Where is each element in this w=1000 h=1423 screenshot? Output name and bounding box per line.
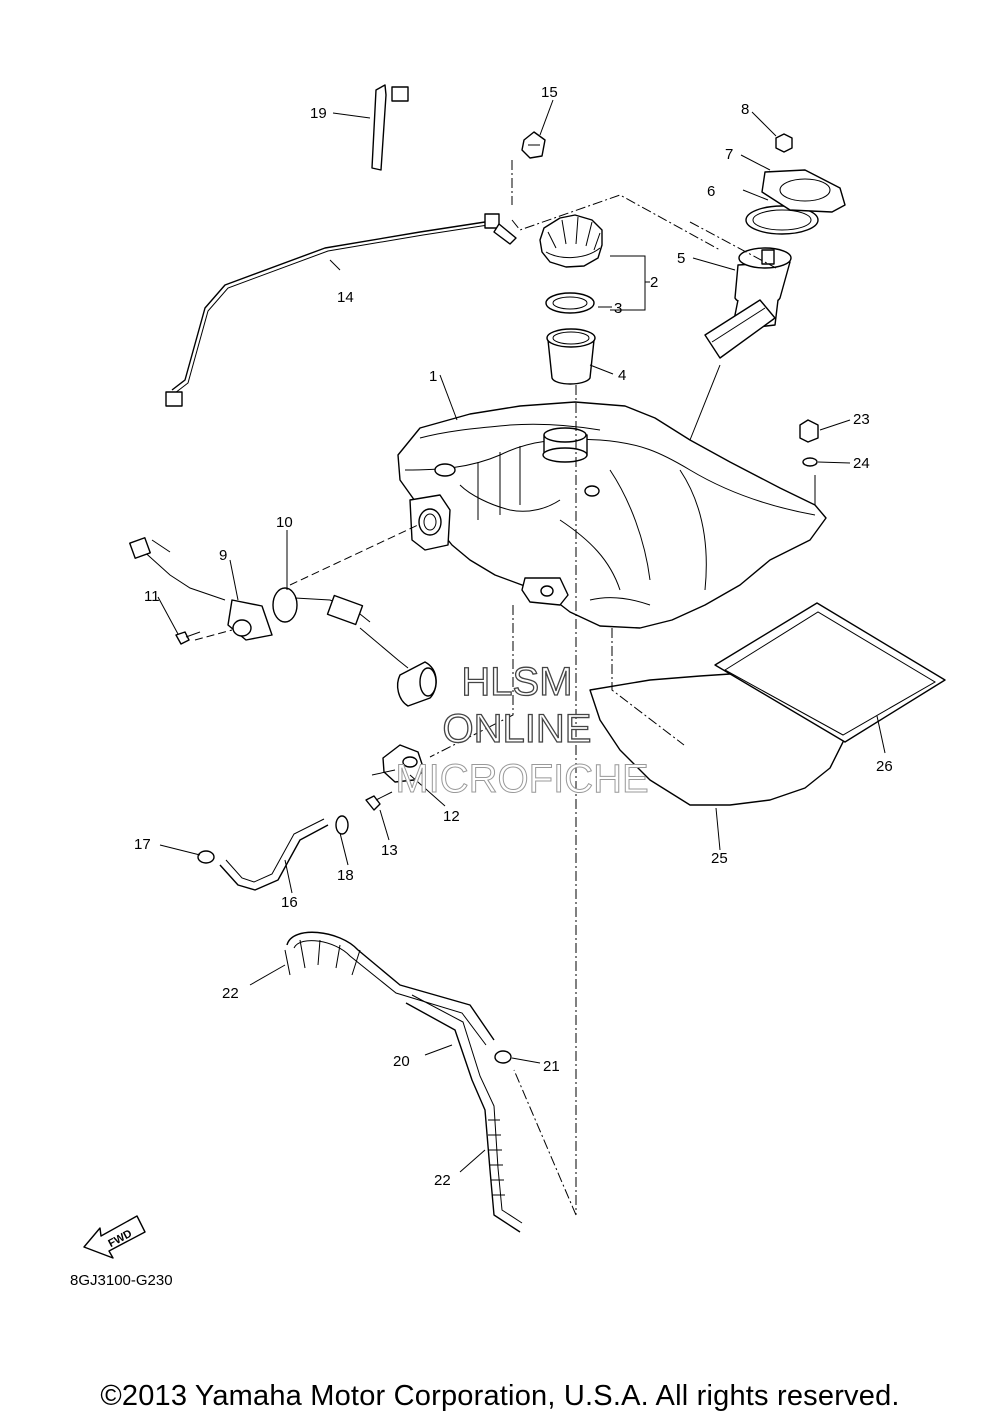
callout-16: 16 bbox=[281, 894, 298, 911]
pump-nut bbox=[775, 133, 793, 153]
callout-22-lower: 22 bbox=[434, 1172, 451, 1189]
callout-20: 20 bbox=[393, 1053, 410, 1070]
callout-2: 2 bbox=[650, 274, 658, 291]
callout-3: 3 bbox=[614, 300, 622, 317]
callout-1: 1 bbox=[429, 368, 437, 385]
fuel-pump bbox=[704, 247, 792, 359]
callout-7: 7 bbox=[725, 146, 733, 163]
callout-labels: 1 2 3 4 5 6 7 8 9 10 11 12 13 14 15 16 1… bbox=[134, 84, 893, 1189]
copyright-notice: ©2013 Yamaha Motor Corporation, U.S.A. A… bbox=[100, 1380, 900, 1412]
fuel-tank bbox=[397, 401, 827, 629]
callout-17: 17 bbox=[134, 836, 151, 853]
watermark: HLSM ONLINE MICROFICHE bbox=[395, 659, 649, 801]
callout-23: 23 bbox=[853, 411, 870, 428]
callout-19: 19 bbox=[310, 105, 327, 122]
watermark-line1: HLSM bbox=[461, 660, 572, 704]
pump-retainer-plate bbox=[761, 169, 846, 213]
filler-filter bbox=[546, 328, 596, 385]
cable-band bbox=[371, 84, 409, 171]
sender-bracket bbox=[129, 537, 273, 641]
screw bbox=[175, 631, 201, 645]
hose-clamp bbox=[335, 815, 349, 835]
callout-6: 6 bbox=[707, 183, 715, 200]
leader-lines bbox=[157, 99, 886, 1173]
callout-26: 26 bbox=[876, 758, 893, 775]
fuel-cock bbox=[371, 744, 425, 783]
callout-9: 9 bbox=[219, 547, 227, 564]
fuel-sender bbox=[272, 587, 437, 707]
callout-18: 18 bbox=[337, 867, 354, 884]
diagram-code: 8GJ3100-G230 bbox=[70, 1272, 173, 1289]
callout-21: 21 bbox=[543, 1058, 560, 1075]
cap-gasket bbox=[545, 292, 595, 314]
callout-13: 13 bbox=[381, 842, 398, 859]
union-bolt bbox=[799, 419, 819, 443]
callout-22-upper: 22 bbox=[222, 985, 239, 1002]
clamp bbox=[521, 131, 546, 159]
pump-gasket bbox=[745, 205, 819, 235]
watermark-line2: ONLINE bbox=[443, 707, 592, 751]
fuel-hose bbox=[219, 818, 329, 891]
fwd-arrow-icon: FWD bbox=[83, 1215, 146, 1259]
callout-14: 14 bbox=[337, 289, 354, 306]
callout-11: 11 bbox=[144, 588, 160, 605]
callout-24: 24 bbox=[853, 455, 870, 472]
callout-5: 5 bbox=[677, 250, 685, 267]
hose-clip bbox=[197, 850, 215, 864]
insulator-sheet bbox=[714, 602, 946, 743]
washer bbox=[802, 457, 818, 467]
tank-cap bbox=[539, 214, 603, 268]
callout-15: 15 bbox=[541, 84, 558, 101]
tank-damper bbox=[589, 671, 846, 806]
callout-4: 4 bbox=[618, 367, 626, 384]
bolt bbox=[365, 791, 393, 811]
callout-25: 25 bbox=[711, 850, 728, 867]
watermark-line3: MICROFICHE bbox=[395, 757, 648, 801]
vent-hose bbox=[286, 931, 523, 1233]
wire-lead bbox=[165, 213, 517, 407]
hose-protector bbox=[284, 939, 505, 1196]
assembly-lines bbox=[194, 160, 816, 1216]
callout-8: 8 bbox=[741, 101, 749, 118]
hose-joint bbox=[494, 1050, 512, 1064]
callout-10: 10 bbox=[276, 514, 293, 531]
callout-12: 12 bbox=[443, 808, 460, 825]
